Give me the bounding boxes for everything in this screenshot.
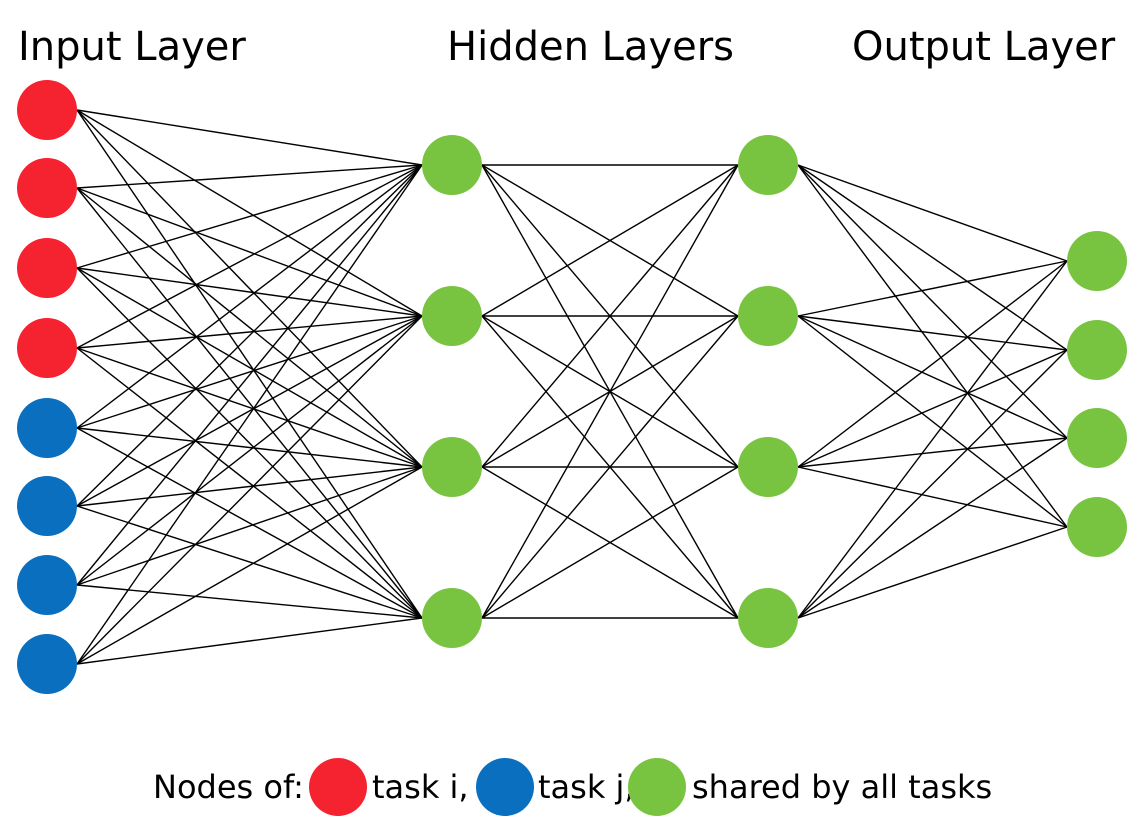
- legend: Nodes of: task i, task j, shared by all …: [153, 758, 992, 816]
- node-hidden-1-3-shared: [422, 588, 482, 648]
- edge-hidden-2-0-to-output-2: [797, 164, 1068, 439]
- edge-hidden-2-0-to-output-3: [797, 164, 1068, 528]
- edge-input-5-to-hidden-1-3: [76, 505, 423, 619]
- output-layer-title: Output Layer: [852, 24, 1116, 70]
- edge-hidden-1-3-to-hidden-2-0: [481, 164, 739, 619]
- legend-swatch-task-j: [476, 758, 534, 816]
- edge-input-0-to-hidden-1-3: [76, 109, 423, 619]
- edge-hidden-2-3-to-output-3: [797, 526, 1068, 619]
- edge-hidden-2-3-to-output-0: [797, 260, 1068, 619]
- node-input-3-task-i: [17, 318, 77, 378]
- edge-input-3-to-hidden-1-1: [76, 315, 423, 349]
- node-hidden-2-2-shared: [738, 437, 798, 497]
- edge-input-7-to-hidden-1-3: [76, 617, 423, 665]
- node-hidden-2-0-shared: [738, 135, 798, 195]
- edge-input-6-to-hidden-1-2: [76, 466, 423, 586]
- node-output-1-shared: [1067, 320, 1127, 380]
- edge-input-4-to-hidden-1-1: [76, 315, 423, 429]
- edge-input-1-to-hidden-1-1: [76, 187, 423, 317]
- node-hidden-1-1-shared: [422, 286, 482, 346]
- node-output-0-shared: [1067, 231, 1127, 291]
- edge-input-7-to-hidden-1-2: [76, 466, 423, 665]
- edge-input-5-to-hidden-1-2: [76, 466, 423, 507]
- edge-input-3-to-hidden-1-3: [76, 347, 423, 619]
- edge-input-6-to-hidden-1-3: [76, 584, 423, 619]
- node-input-1-task-i: [17, 158, 77, 218]
- legend-label-task-i: task i,: [372, 768, 469, 806]
- edge-input-0-to-hidden-1-2: [76, 109, 423, 468]
- edge-hidden-2-0-to-output-1: [797, 164, 1068, 351]
- nodes: [17, 80, 1127, 694]
- edge-input-0-to-hidden-1-1: [76, 109, 423, 317]
- edge-hidden-2-1-to-output-0: [797, 260, 1068, 317]
- edge-input-4-to-hidden-1-2: [76, 427, 423, 468]
- edge-input-5-to-hidden-1-1: [76, 315, 423, 507]
- node-output-3-shared: [1067, 497, 1127, 557]
- legend-swatch-shared: [628, 758, 686, 816]
- edge-input-0-to-hidden-1-0: [76, 109, 423, 166]
- edge-input-4-to-hidden-1-3: [76, 427, 423, 619]
- edge-hidden-1-2-to-hidden-2-0: [481, 164, 739, 468]
- edge-hidden-1-3-to-hidden-2-2: [481, 466, 739, 619]
- node-input-2-task-i: [17, 238, 77, 298]
- node-input-5-task-j: [17, 476, 77, 536]
- edge-hidden-2-1-to-output-3: [797, 315, 1068, 528]
- edge-hidden-2-3-to-output-2: [797, 437, 1068, 619]
- node-hidden-1-2-shared: [422, 437, 482, 497]
- edge-hidden-2-2-to-output-3: [797, 466, 1068, 528]
- hidden-layers-title: Hidden Layers: [447, 24, 734, 70]
- edge-hidden-1-3-to-hidden-2-1: [481, 315, 739, 619]
- edge-input-5-to-hidden-1-0: [76, 164, 423, 507]
- node-input-0-task-i: [17, 80, 77, 140]
- legend-label-shared: shared by all tasks: [692, 768, 992, 806]
- edge-input-6-to-hidden-1-0: [76, 164, 423, 586]
- legend-swatch-task-i: [309, 758, 367, 816]
- node-input-6-task-j: [17, 555, 77, 615]
- node-input-7-task-j: [17, 634, 77, 694]
- edge-hidden-2-2-to-output-0: [797, 260, 1068, 468]
- legend-prefix: Nodes of:: [153, 768, 304, 806]
- edge-input-4-to-hidden-1-0: [76, 164, 423, 429]
- edge-input-3-to-hidden-1-2: [76, 347, 423, 468]
- node-hidden-2-3-shared: [738, 588, 798, 648]
- edge-input-7-to-hidden-1-0: [76, 164, 423, 665]
- edge-input-1-to-hidden-1-2: [76, 187, 423, 468]
- node-hidden-2-1-shared: [738, 286, 798, 346]
- edge-input-3-to-hidden-1-0: [76, 164, 423, 349]
- node-input-4-task-j: [17, 398, 77, 458]
- edge-input-2-to-hidden-1-0: [76, 164, 423, 269]
- legend-label-task-j: task j,: [538, 768, 635, 806]
- edge-input-6-to-hidden-1-1: [76, 315, 423, 586]
- edge-input-1-to-hidden-1-3: [76, 187, 423, 619]
- edge-hidden-2-3-to-output-1: [797, 349, 1068, 619]
- edge-input-2-to-hidden-1-1: [76, 267, 423, 317]
- edge-input-7-to-hidden-1-1: [76, 315, 423, 665]
- edge-input-2-to-hidden-1-2: [76, 267, 423, 468]
- node-hidden-1-0-shared: [422, 135, 482, 195]
- edge-hidden-2-0-to-output-0: [797, 164, 1068, 262]
- edge-hidden-2-2-to-output-1: [797, 349, 1068, 468]
- edge-input-2-to-hidden-1-3: [76, 267, 423, 619]
- edge-hidden-2-1-to-output-1: [797, 315, 1068, 351]
- edge-hidden-1-1-to-hidden-2-0: [481, 164, 739, 317]
- edge-input-1-to-hidden-1-0: [76, 164, 423, 189]
- edge-hidden-2-2-to-output-2: [797, 437, 1068, 468]
- input-layer-title: Input Layer: [18, 24, 246, 70]
- node-output-2-shared: [1067, 408, 1127, 468]
- edge-hidden-2-1-to-output-2: [797, 315, 1068, 439]
- connections: [76, 109, 1068, 665]
